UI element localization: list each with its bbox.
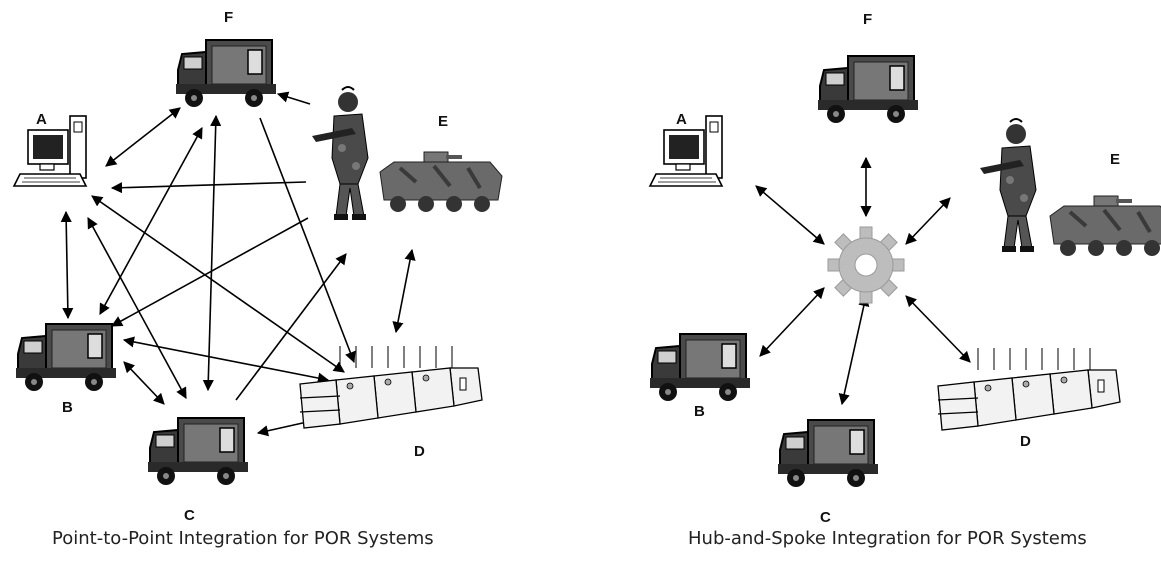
r-node-label-a: A	[676, 111, 687, 128]
edge-f-c	[202, 114, 222, 392]
r-node-label-b: B	[694, 403, 705, 420]
node-label-f: F	[224, 9, 233, 26]
truck-icon	[147, 417, 249, 486]
truck-icon	[175, 39, 277, 108]
spoke-a	[755, 185, 825, 245]
node-b: B	[15, 323, 117, 416]
soldier-icon	[979, 118, 1037, 253]
hub-gear-icon	[827, 226, 905, 304]
r-node-a: A	[649, 111, 723, 187]
node-d: D	[299, 345, 483, 460]
spoke-c	[838, 294, 870, 406]
node-label-c: C	[184, 507, 195, 524]
node-c: C	[147, 417, 249, 524]
edge-e-f	[276, 91, 311, 105]
soldier-icon	[311, 86, 369, 221]
edge-e-d	[392, 248, 416, 334]
server-rack-icon	[299, 345, 483, 429]
node-e: E	[311, 86, 504, 221]
r-node-label-e: E	[1110, 151, 1120, 168]
armored-vehicle-icon	[1048, 194, 1161, 258]
r-node-c: C	[777, 419, 879, 526]
right-caption: Hub-and-Spoke Integration for POR System…	[688, 528, 1087, 549]
edge-f-d	[259, 117, 356, 364]
r-node-e: E	[979, 118, 1161, 258]
edge-e-b	[111, 217, 309, 327]
server-rack-icon	[937, 347, 1121, 431]
spoke-d	[905, 295, 971, 363]
edge-a-d	[91, 195, 345, 373]
edge-f-b	[99, 127, 203, 315]
left-edges	[60, 91, 416, 437]
node-label-a: A	[36, 111, 47, 128]
r-node-b: B	[649, 333, 751, 420]
truck-icon	[15, 323, 117, 392]
spoke-b	[759, 287, 825, 357]
truck-icon	[777, 419, 879, 488]
edge-b-c	[123, 361, 165, 405]
right-edges	[755, 156, 971, 406]
node-label-d: D	[414, 443, 425, 460]
r-node-f: F	[817, 11, 919, 124]
node-a: A	[13, 111, 87, 187]
edge-a-f	[105, 107, 181, 167]
right-diagram: F A E B C D	[649, 11, 1161, 526]
computer-icon	[13, 115, 87, 187]
left-diagram: A F B C D E	[13, 9, 504, 524]
truck-icon	[817, 55, 919, 124]
node-label-e: E	[438, 113, 448, 130]
r-node-label-f: F	[863, 11, 872, 28]
truck-icon	[649, 333, 751, 402]
left-caption: Point-to-Point Integration for POR Syste…	[52, 528, 434, 549]
edge-b-d	[122, 336, 330, 384]
edge-e-a	[110, 181, 307, 194]
edge-d-e	[235, 253, 347, 401]
node-label-b: B	[62, 399, 73, 416]
edge-a-b	[60, 210, 74, 320]
node-f: F	[175, 9, 277, 108]
armored-vehicle-icon	[378, 150, 504, 214]
r-node-label-d: D	[1020, 433, 1031, 450]
r-node-d: D	[937, 347, 1121, 450]
r-node-label-c: C	[820, 509, 831, 526]
spoke-e	[905, 197, 951, 245]
